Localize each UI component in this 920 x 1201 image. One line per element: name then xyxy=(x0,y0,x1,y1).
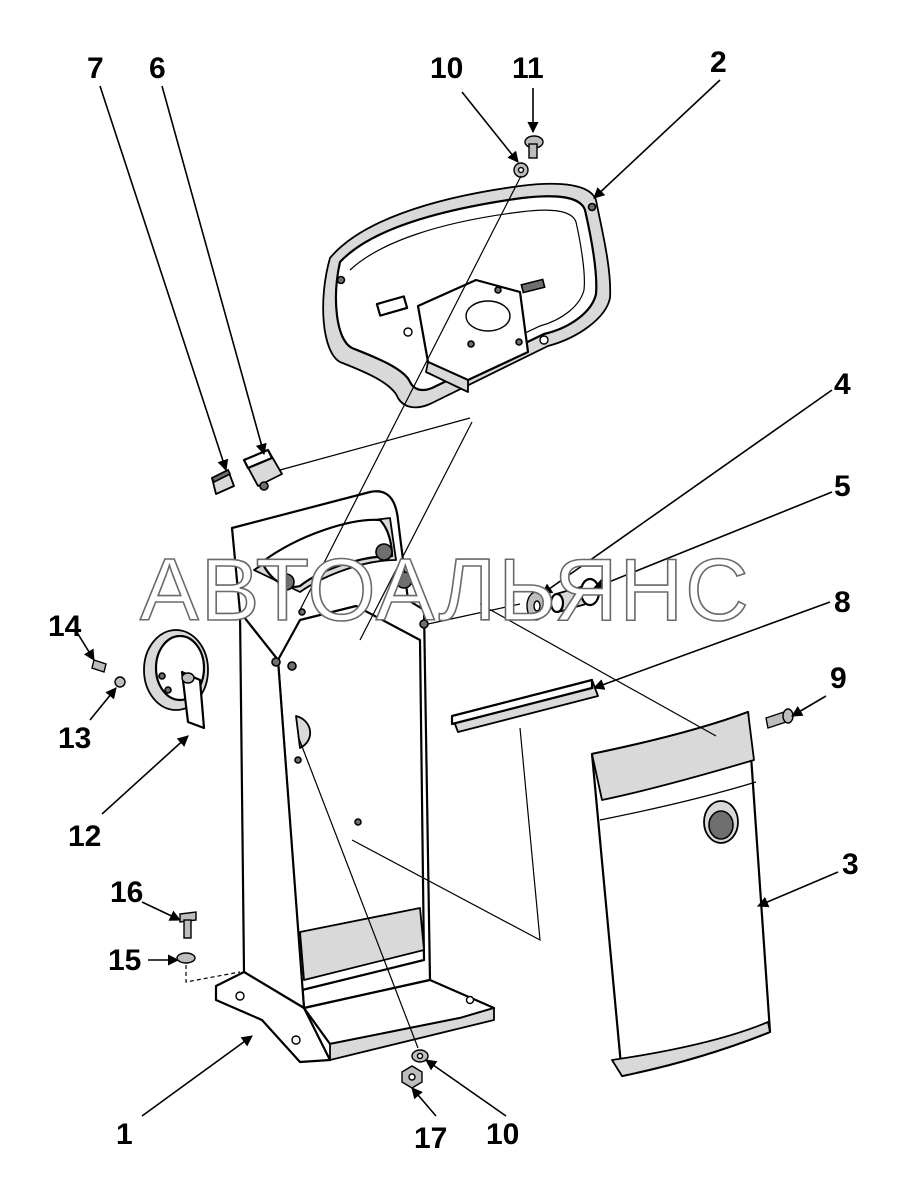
callout-3: 3 xyxy=(842,848,859,881)
nut-17 xyxy=(401,1065,423,1089)
callout-7: 7 xyxy=(87,52,104,85)
callout-5: 5 xyxy=(834,470,851,503)
callout-labels: 7 6 10 11 2 4 5 8 9 3 14 13 12 16 15 1 1… xyxy=(48,46,859,1155)
callout-1: 1 xyxy=(116,1118,133,1151)
callout-2: 2 xyxy=(710,46,727,79)
callout-17: 17 xyxy=(414,1122,447,1155)
callout-4: 4 xyxy=(834,368,851,401)
callout-13: 13 xyxy=(58,722,91,755)
switch-small xyxy=(210,468,235,495)
instrument-panel-housing xyxy=(322,182,612,409)
bolt-11 xyxy=(524,135,544,159)
screw-9 xyxy=(765,708,794,729)
washer-10-bottom xyxy=(411,1049,429,1063)
washer-10-top xyxy=(513,162,529,178)
switch-block xyxy=(242,448,283,491)
assembly-line-15 xyxy=(185,965,241,983)
leader-lines xyxy=(77,79,839,1117)
bolt-14 xyxy=(91,659,107,673)
callout-14: 14 xyxy=(48,610,82,643)
callout-6: 6 xyxy=(149,52,166,85)
callout-9: 9 xyxy=(830,662,847,695)
rail-8 xyxy=(450,678,599,733)
watermark-text: АВТОАЛЬЯНС xyxy=(140,540,751,639)
grommet-4 xyxy=(526,591,546,621)
callout-10-top: 10 xyxy=(430,52,463,85)
callout-16: 16 xyxy=(110,876,143,909)
callout-15: 15 xyxy=(108,944,141,977)
callout-11: 11 xyxy=(512,52,544,85)
plug-5 xyxy=(549,577,601,614)
callout-8: 8 xyxy=(834,586,851,619)
washer-13 xyxy=(114,676,126,688)
washer-15 xyxy=(176,952,196,964)
callout-12: 12 xyxy=(68,820,101,853)
bolt-16 xyxy=(179,911,197,939)
assembly-lines xyxy=(279,175,717,1049)
front-cover-3 xyxy=(590,710,772,1078)
steering-column-body xyxy=(214,490,496,1064)
callout-10-bottom: 10 xyxy=(486,1118,519,1151)
horn-assembly xyxy=(143,629,209,730)
